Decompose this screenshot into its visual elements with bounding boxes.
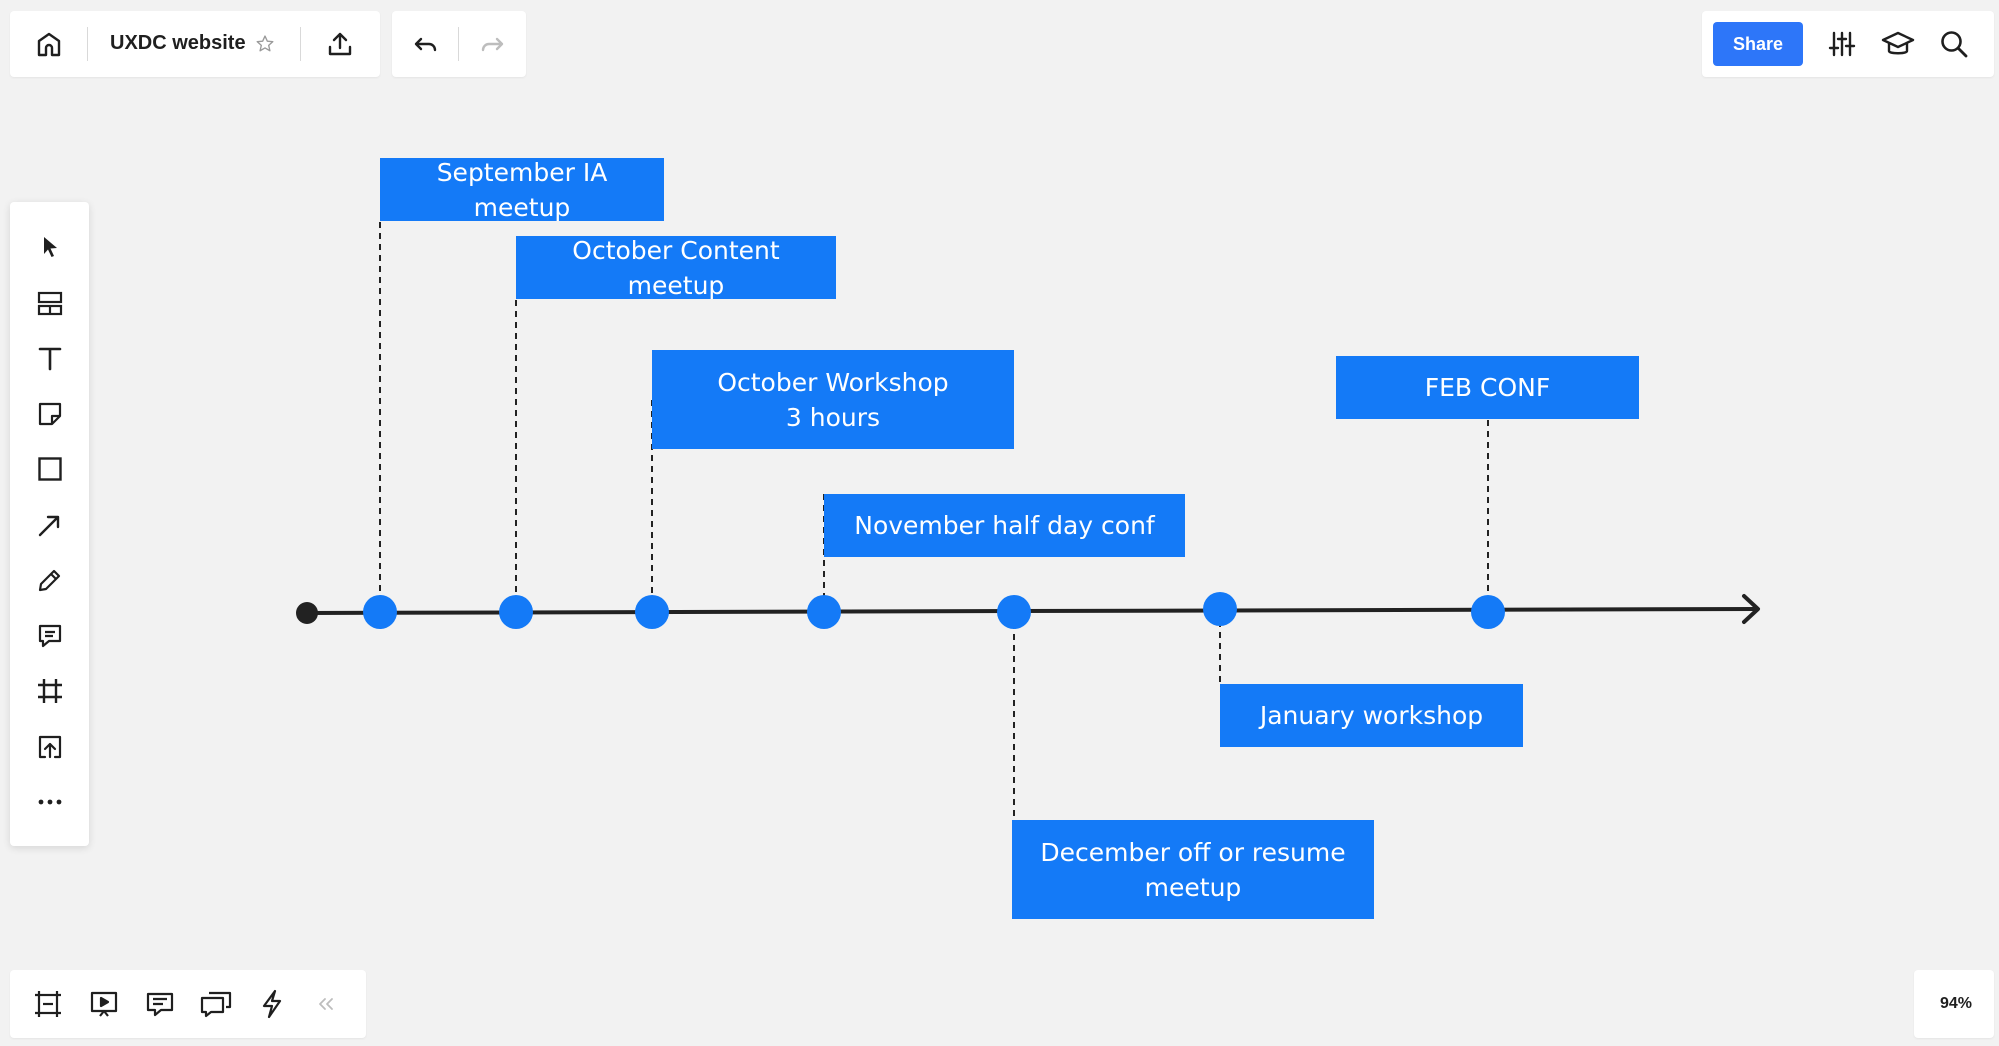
timeline-node-december[interactable] [997,595,1031,629]
board-settings-button[interactable] [1820,22,1864,66]
timeline-node-october-content[interactable] [499,595,533,629]
sticky-note-tool-button[interactable] [28,392,72,436]
event-card-october-content[interactable]: October Content meetup [516,236,836,300]
history-panel [392,11,526,77]
chat-button[interactable] [194,982,238,1026]
left-toolbar [10,202,89,846]
timeline-nodes[interactable] [363,592,1505,629]
event-card-september[interactable]: September IA meetup [380,158,664,222]
board-header-panel: UXDC website [10,11,380,77]
notes-button[interactable] [138,982,182,1026]
comment-icon [38,624,62,648]
home-button[interactable] [27,22,71,66]
arrow-icon [38,515,60,537]
timeline-start-dot [296,602,318,624]
event-label: October Content meetup [572,235,780,300]
timeline-node-feb[interactable] [1471,595,1505,629]
arrow-tool-button[interactable] [28,503,72,547]
undo-button[interactable] [404,22,448,66]
home-icon [37,32,61,57]
redo-button[interactable] [470,22,514,66]
lightning-icon [262,989,282,1019]
double-chevron-left-icon [319,998,333,1010]
event-label: December off or resume meetup [1040,837,1346,902]
star-icon [256,35,274,52]
event-label: FEB CONF [1424,373,1551,402]
presentation-icon [90,991,118,1017]
activity-button[interactable] [250,982,294,1026]
frames-button[interactable] [26,982,70,1026]
export-button[interactable] [318,22,362,66]
search-button[interactable] [1932,22,1976,66]
event-card-december[interactable]: December off or resume meetup [1012,820,1374,919]
more-tools-button[interactable] [28,780,72,824]
board-title[interactable]: UXDC website [110,32,246,54]
event-card-january[interactable]: January workshop [1220,684,1523,747]
event-card-october-workshop[interactable]: October Workshop 3 hours [652,350,1014,449]
select-tool-button[interactable] [28,225,72,269]
divider [300,27,301,61]
collapse-toolbar-button[interactable] [306,982,346,1026]
presentation-button[interactable] [82,982,126,1026]
star-button[interactable] [250,22,280,66]
search-icon [1941,31,1968,58]
rectangle-icon [38,457,62,481]
timeline-line[interactable] [306,607,1759,615]
sliders-icon [1828,31,1856,57]
zoom-panel: 94% [1914,970,1994,1038]
divider [87,27,88,61]
text-icon [38,347,62,371]
sticky-note-icon [38,402,62,426]
comment-tool-button[interactable] [28,614,72,658]
frame-tool-button[interactable] [28,669,72,713]
zoom-level[interactable]: 94% [1939,995,1973,1012]
timeline-node-october-workshop[interactable] [635,595,669,629]
event-label: January workshop [1259,701,1484,730]
learning-center-button[interactable] [1876,22,1920,66]
timeline-arrowhead [1742,594,1760,624]
divider [458,27,459,61]
graduation-cap-icon [1881,31,1915,55]
event-card-november[interactable]: November half day conf [824,494,1185,557]
shape-tool-button[interactable] [28,447,72,491]
top-right-panel: Share [1702,11,1994,77]
upload-tool-button[interactable] [28,725,72,769]
templates-icon [37,291,63,316]
pen-tool-button[interactable] [28,558,72,602]
share-button[interactable]: Share [1713,22,1803,66]
undo-icon [414,37,437,52]
text-tool-button[interactable] [28,336,72,380]
more-icon [38,799,62,805]
templates-tool-button[interactable] [28,281,72,325]
timeline-node-january[interactable] [1203,592,1237,626]
cursor-icon [44,237,57,257]
event-label: September IA meetup [436,157,608,222]
event-card-feb[interactable]: FEB CONF [1336,356,1639,419]
frames-icon [35,991,61,1017]
redo-icon [481,37,504,52]
bottom-toolbar [10,970,366,1038]
timeline-node-september[interactable] [363,595,397,629]
timeline-axis[interactable] [296,594,1760,624]
chat-icon [200,991,232,1018]
event-label: November half day conf [854,511,1155,540]
pen-icon [38,569,61,592]
frame-icon [38,679,62,703]
card-list-icon [146,992,174,1017]
event-label: October Workshop 3 hours [717,367,949,432]
upload-box-icon [38,735,62,759]
upload-icon [328,32,352,56]
timeline-node-november[interactable] [807,595,841,629]
